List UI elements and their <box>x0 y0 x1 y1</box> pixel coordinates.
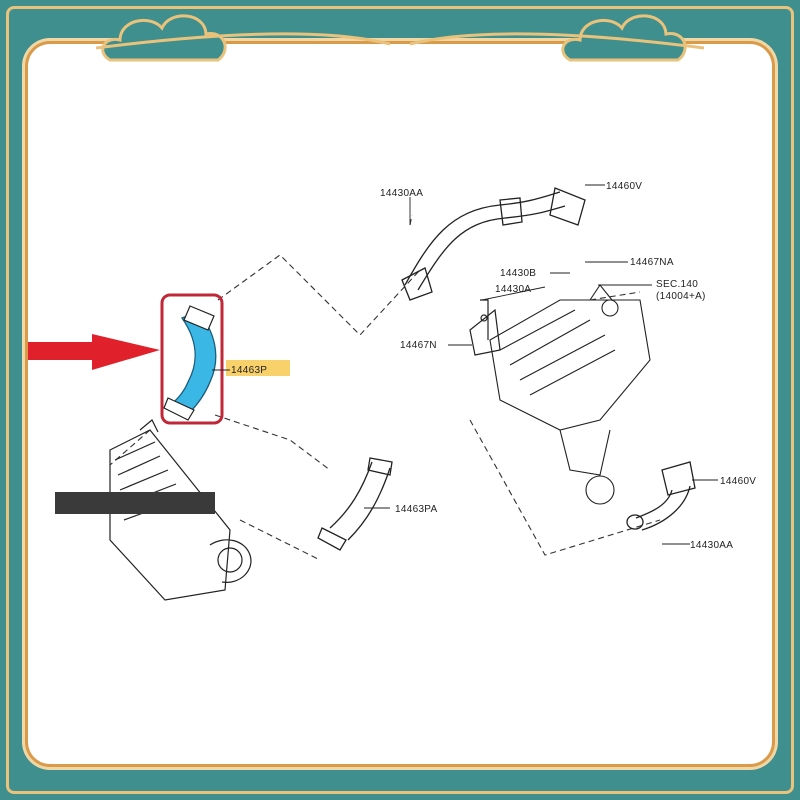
label-highlight <box>226 360 290 376</box>
right-hose-14460V <box>626 461 696 531</box>
label-14460V-top: 14460V <box>606 181 642 192</box>
label-14430B: 14430B <box>500 268 536 279</box>
leader-lines <box>212 184 718 545</box>
red-arrow-icon <box>28 334 160 370</box>
engine-block <box>489 284 651 505</box>
cloud-ornament-icon <box>95 14 705 62</box>
label-14467N: 14467N <box>400 340 437 351</box>
label-14460V-right: 14460V <box>720 476 756 487</box>
label-sec-sub: (14004+A) <box>656 291 706 302</box>
highlighted-hose-14463P <box>163 305 217 421</box>
label-14463P: 14463P <box>231 365 267 376</box>
intercooler <box>109 419 252 601</box>
redaction-bar <box>55 492 215 514</box>
label-14430A: 14430A <box>495 284 531 295</box>
label-14467NA: 14467NA <box>630 257 674 268</box>
label-14430AA-bottom: 14430AA <box>690 540 733 551</box>
outer-frame <box>6 6 794 794</box>
highlight-box <box>160 293 224 425</box>
upper-hose-14460V <box>401 187 586 301</box>
label-sec-140: SEC.140 <box>656 279 698 290</box>
bracket-14467N <box>469 299 501 356</box>
lower-hose-14463PA <box>317 457 393 551</box>
diagram-panel <box>28 44 772 764</box>
label-14430AA-top: 14430AA <box>380 188 423 199</box>
label-14463PA: 14463PA <box>395 504 438 515</box>
